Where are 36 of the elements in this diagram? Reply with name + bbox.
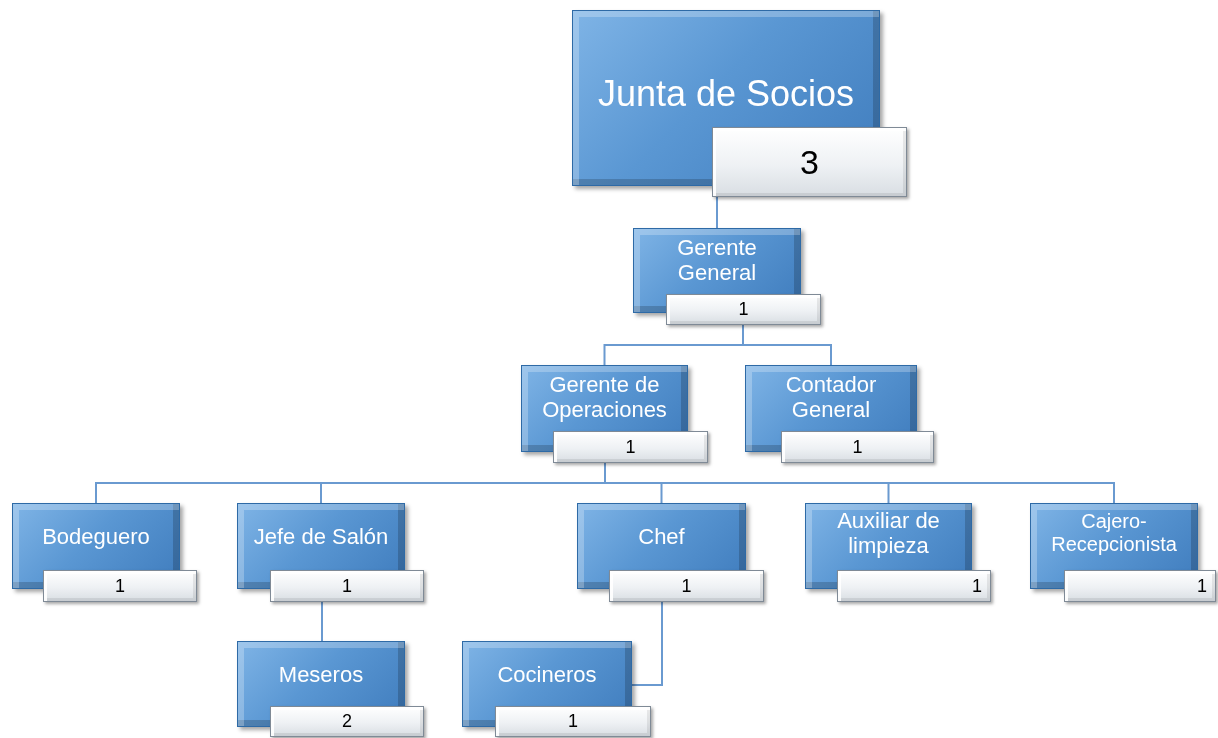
- position-title: Chef: [638, 524, 685, 550]
- headcount-overlay: [609, 570, 764, 602]
- headcount: 1: [1197, 575, 1207, 597]
- position-title: Gerente de Operaciones: [541, 372, 668, 423]
- connector-line: [631, 601, 663, 686]
- headcount-overlay: [781, 431, 934, 463]
- connector-line: [321, 601, 323, 642]
- headcount-overlay: [666, 294, 821, 325]
- headcount: 1: [852, 436, 863, 458]
- headcount: 1: [568, 711, 578, 732]
- position-title: Jefe de Salón: [253, 524, 389, 550]
- position-title: Meseros: [278, 662, 364, 688]
- headcount: 2: [342, 711, 352, 732]
- position-title: Contador General: [784, 372, 878, 423]
- position-title: Gerente General: [676, 235, 758, 286]
- headcount: 3: [800, 142, 819, 182]
- headcount-overlay: [270, 570, 424, 602]
- headcount-overlay: [1064, 570, 1216, 602]
- position-title: Bodeguero: [42, 524, 150, 550]
- headcount-overlay: [495, 706, 651, 737]
- headcount: 1: [738, 299, 749, 320]
- headcount: 1: [342, 575, 352, 597]
- position-title: Cocineros: [497, 662, 597, 688]
- headcount: 1: [681, 575, 692, 597]
- connector-line: [716, 196, 718, 229]
- position-title: Junta de Socios: [597, 73, 855, 115]
- headcount-overlay: [270, 706, 424, 737]
- headcount-overlay: [553, 431, 708, 463]
- headcount: 1: [972, 575, 982, 597]
- position-title: Auxiliar de limpieza: [836, 508, 941, 559]
- position-title: Cajero-Recepcionista: [1050, 510, 1178, 556]
- headcount: 1: [625, 436, 636, 458]
- headcount-overlay: [712, 127, 907, 197]
- headcount-overlay: [43, 570, 197, 602]
- headcount-overlay: [837, 570, 991, 602]
- headcount: 1: [115, 575, 125, 597]
